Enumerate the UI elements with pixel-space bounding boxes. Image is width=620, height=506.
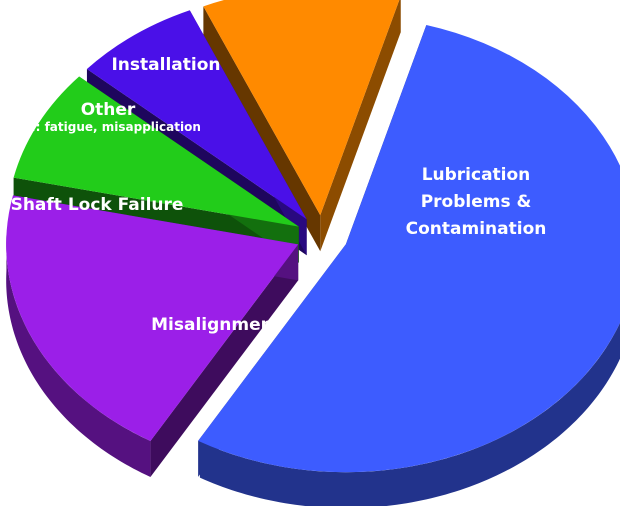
slice-label-line: Misalignment bbox=[151, 315, 281, 335]
slice-sublabel-3: Ex.: fatigue, misapplication bbox=[15, 120, 201, 134]
slice-label-line: Contamination bbox=[406, 219, 547, 239]
slice-label-2: Shaft Lock Failure bbox=[11, 195, 184, 215]
pie-slice-top bbox=[86, 10, 307, 220]
slice-label-3: Other bbox=[81, 100, 136, 120]
slice-label-4: Installation bbox=[111, 55, 220, 75]
slice-label-line: Shaft Lock Failure bbox=[11, 195, 184, 215]
pie-slice-4 bbox=[203, 0, 401, 252]
pie-slice-top bbox=[203, 0, 400, 216]
pie-slice-outer-wall bbox=[6, 234, 151, 477]
pie-slice-wall bbox=[150, 244, 299, 477]
pie-slice-1 bbox=[6, 195, 299, 477]
slice-label-line: Lubrication bbox=[422, 165, 531, 185]
pie-slice-0 bbox=[198, 25, 620, 506]
pie-slice-top bbox=[6, 195, 299, 441]
slice-label-line: Installation bbox=[111, 55, 220, 75]
slice-label-line: Problems & bbox=[421, 192, 532, 212]
pie-slice-top bbox=[198, 25, 620, 473]
slice-label-line: Other bbox=[81, 100, 136, 120]
pie-slice-outer-wall bbox=[199, 322, 620, 506]
slice-label-1: Misalignment bbox=[151, 315, 281, 335]
pie-slice-wall bbox=[320, 0, 401, 252]
pie-slice-top bbox=[13, 76, 299, 227]
pie-slice-wall bbox=[203, 6, 321, 252]
